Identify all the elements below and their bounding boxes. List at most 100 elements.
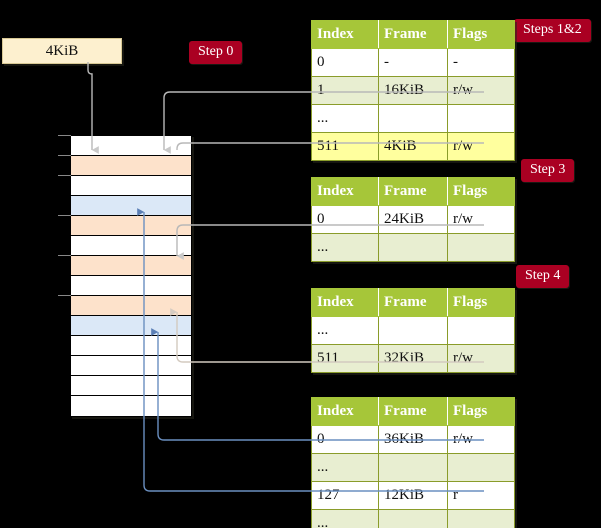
memory-row-tick [58,215,71,216]
cell-index: ... [311,509,379,528]
cell-index: 127 [311,481,379,510]
cell-frame [378,104,448,133]
badge-step-0-label: Step 0 [198,44,234,59]
cell-index: ... [311,316,379,345]
memory-row-tick [58,175,71,176]
page-box-4kib: 4KiB [2,38,122,64]
badge-step-4-label: Step 4 [525,268,561,283]
cell-flags: - [447,48,515,77]
cell-index: ... [311,233,379,262]
page-box-label: 4KiB [45,42,79,59]
memory-frame-row [71,156,191,176]
memory-row-tick [58,255,71,256]
column-header-flags: Flags [447,177,515,206]
table-header-row: Index Frame Flags [311,20,515,49]
memory-frame-row [71,376,191,396]
cell-flags: r/w [447,76,515,105]
cell-index: 0 [311,48,379,77]
column-header-frame: Frame [378,20,448,49]
memory-frame-row [71,236,191,256]
column-header-flags: Flags [447,20,515,49]
memory-frame-row [71,316,191,336]
cell-index: 511 [311,344,379,373]
memory-row-tick [58,295,71,296]
cell-frame [378,509,448,528]
column-header-index: Index [311,397,379,426]
cell-frame: 36KiB [378,425,448,454]
memory-row-tick [58,155,71,156]
cell-index: ... [311,104,379,133]
cell-frame: 16KiB [378,76,448,105]
column-header-index: Index [311,288,379,317]
cell-frame [378,316,448,345]
cell-frame: - [378,48,448,77]
cell-index: 0 [311,425,379,454]
memory-frame-row [71,196,191,216]
memory-frame-row [71,356,191,376]
cell-frame: 32KiB [378,344,448,373]
cell-frame [378,233,448,262]
table-row: ... [311,509,515,528]
badge-step-0: Step 0 [189,41,243,64]
memory-frame-row [71,256,191,276]
table-row: ... [311,316,515,345]
column-header-index: Index [311,20,379,49]
memory-frame-row [71,336,191,356]
column-header-index: Index [311,177,379,206]
cell-frame: 4KiB [378,132,448,161]
cell-index: 0 [311,205,379,234]
badge-step-3-label: Step 3 [530,162,566,177]
memory-frame-row [71,396,191,416]
cell-index: 1 [311,76,379,105]
memory-frame-row [71,136,191,156]
cell-frame: 24KiB [378,205,448,234]
column-header-flags: Flags [447,288,515,317]
memory-frame-row [71,296,191,316]
cell-flags: r [447,481,515,510]
cell-flags [447,509,515,528]
table-row: ... [311,104,515,133]
cell-frame: 12KiB [378,481,448,510]
physical-memory-column [70,135,192,417]
table-header-row: Index Frame Flags [311,177,515,206]
memory-frame-row [71,276,191,296]
cell-flags: r/w [447,132,515,161]
table-row: ... [311,233,515,262]
table-header-row: Index Frame Flags [311,288,515,317]
cell-flags [447,104,515,133]
cell-flags [447,233,515,262]
column-header-frame: Frame [378,177,448,206]
cell-index: ... [311,453,379,482]
badge-step-3: Step 3 [521,159,575,182]
memory-row-tick [58,135,71,136]
cell-flags: r/w [447,425,515,454]
cell-flags: r/w [447,344,515,373]
cell-frame [378,453,448,482]
cell-flags: r/w [447,205,515,234]
column-header-frame: Frame [378,288,448,317]
memory-frame-row [71,216,191,236]
table-header-row: Index Frame Flags [311,397,515,426]
column-header-frame: Frame [378,397,448,426]
memory-frame-row [71,176,191,196]
cell-index: 511 [311,132,379,161]
badge-step-4: Step 4 [516,265,570,288]
badge-steps-1-2: Steps 1&2 [514,19,591,42]
cell-flags [447,316,515,345]
table-row: ... [311,453,515,482]
table-row: 0-- [311,48,515,77]
cell-flags [447,453,515,482]
